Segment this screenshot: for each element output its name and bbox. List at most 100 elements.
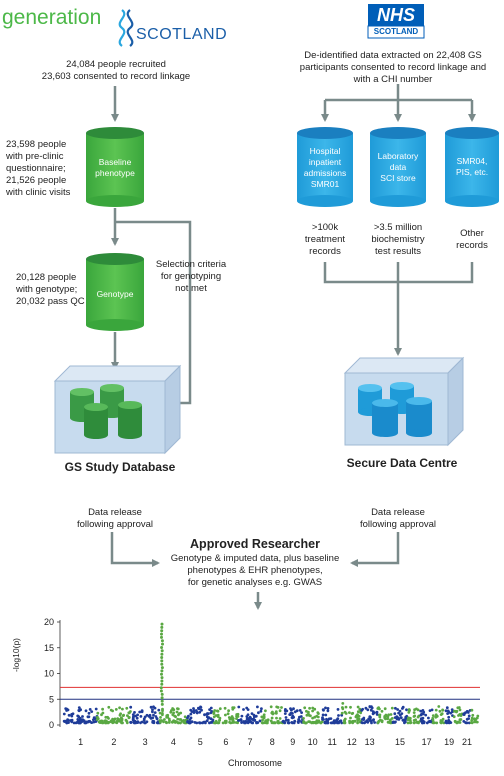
snp-point bbox=[408, 708, 411, 712]
snp-point bbox=[261, 718, 264, 722]
snp-point bbox=[369, 716, 372, 719]
snp-point bbox=[258, 719, 262, 723]
snp-point bbox=[132, 715, 135, 719]
snp-point bbox=[412, 719, 416, 722]
snp-point bbox=[421, 712, 425, 716]
snp-point bbox=[394, 706, 397, 710]
snp-point bbox=[246, 708, 250, 711]
snp-point bbox=[276, 720, 280, 723]
snp-point bbox=[470, 716, 474, 720]
nhs-arrows bbox=[254, 84, 476, 610]
snp-point bbox=[192, 711, 196, 714]
snp-point bbox=[444, 719, 448, 723]
snp-point bbox=[227, 709, 231, 713]
snp-point bbox=[412, 715, 416, 718]
treatment-records-note: >100k treatment records bbox=[288, 222, 362, 258]
snp-point bbox=[371, 712, 375, 716]
snp-point bbox=[405, 708, 408, 712]
snp-point bbox=[278, 717, 282, 720]
snp-point bbox=[120, 717, 124, 721]
snp-point bbox=[416, 715, 420, 719]
hospital-label-line: admissions bbox=[303, 168, 347, 178]
y-tick-label: 0 bbox=[49, 720, 54, 730]
snp-point bbox=[281, 720, 285, 723]
snp-point bbox=[275, 716, 278, 720]
snp-point bbox=[256, 705, 259, 709]
snp-point bbox=[474, 718, 478, 721]
hospital-label-line: Hospital bbox=[309, 146, 341, 156]
snp-point bbox=[307, 720, 310, 723]
nhs-extract-note-line: with a CHI number bbox=[353, 74, 433, 85]
snp-point bbox=[447, 710, 451, 714]
peak-point bbox=[160, 669, 164, 673]
nhs-logo-scotland: SCOTLAND bbox=[373, 27, 419, 36]
snp-point bbox=[396, 708, 399, 711]
snp-point bbox=[167, 717, 171, 721]
snp-point bbox=[227, 716, 231, 719]
snp-point bbox=[305, 713, 309, 717]
snp-point bbox=[407, 711, 411, 714]
gs-consented-line: 23,603 consented to record linkage bbox=[41, 71, 191, 82]
nhs-logo bbox=[367, 4, 425, 39]
gs-study-database-title: GS Study Database bbox=[64, 460, 176, 474]
snp-point bbox=[317, 719, 321, 723]
snp-point bbox=[406, 718, 410, 722]
snp-point bbox=[147, 715, 151, 718]
selection-criteria-note: Selection criteria for genotyping not me… bbox=[150, 259, 232, 295]
snp-point bbox=[153, 711, 157, 714]
snp-point bbox=[278, 709, 282, 713]
snp-point bbox=[82, 719, 86, 723]
hospital-label-line: inpatient bbox=[308, 157, 342, 167]
snp-point bbox=[114, 708, 118, 711]
snp-point bbox=[475, 720, 479, 724]
snp-point bbox=[427, 720, 431, 724]
snp-point bbox=[390, 706, 394, 710]
snp-point bbox=[66, 708, 70, 712]
snp-point bbox=[224, 713, 227, 717]
laboratory-label-line: SCI store bbox=[380, 173, 416, 183]
snp-point bbox=[337, 714, 340, 717]
snp-point bbox=[421, 721, 424, 725]
peak-point bbox=[160, 635, 163, 639]
snp-point bbox=[218, 719, 221, 722]
snp-point bbox=[224, 719, 228, 723]
snp-point bbox=[81, 715, 84, 718]
snp-point bbox=[404, 715, 408, 719]
x-tick-label: 17 bbox=[422, 737, 432, 747]
snp-point bbox=[321, 716, 324, 719]
snp-point bbox=[115, 720, 119, 723]
dna-helix-icon bbox=[118, 9, 134, 47]
genotype-note-line: 20,032 pass QC bbox=[16, 296, 85, 307]
other-records-label: SMR04, PIS, etc. bbox=[445, 156, 499, 178]
snp-point bbox=[198, 710, 202, 714]
snp-point bbox=[131, 713, 135, 716]
snp-point bbox=[87, 720, 90, 723]
gs-db-cylinders bbox=[70, 384, 142, 439]
x-tick-label: 6 bbox=[223, 737, 228, 747]
snp-point bbox=[336, 717, 340, 721]
snp-point bbox=[290, 721, 294, 724]
snp-point bbox=[159, 716, 162, 719]
snp-point bbox=[242, 708, 245, 711]
snp-point bbox=[276, 706, 280, 709]
snp-point bbox=[386, 717, 390, 721]
snp-point bbox=[193, 721, 197, 724]
x-tick-label: 2 bbox=[111, 737, 116, 747]
snp-point bbox=[250, 718, 254, 721]
snp-point bbox=[380, 720, 384, 724]
snp-point bbox=[171, 713, 175, 717]
snp-point bbox=[142, 717, 146, 721]
nhs-logo-word: NHS bbox=[376, 5, 415, 25]
snp-point bbox=[271, 712, 275, 716]
snp-point bbox=[416, 708, 420, 712]
snp-point bbox=[186, 720, 190, 723]
x-tick-label: 7 bbox=[247, 737, 252, 747]
snp-point bbox=[371, 719, 375, 722]
snp-point bbox=[236, 721, 240, 725]
snp-point bbox=[441, 717, 445, 721]
y-tick-label: 15 bbox=[44, 643, 54, 653]
x-tick-label: 1 bbox=[78, 737, 83, 747]
peak-point bbox=[160, 629, 164, 633]
snp-point bbox=[397, 711, 400, 715]
